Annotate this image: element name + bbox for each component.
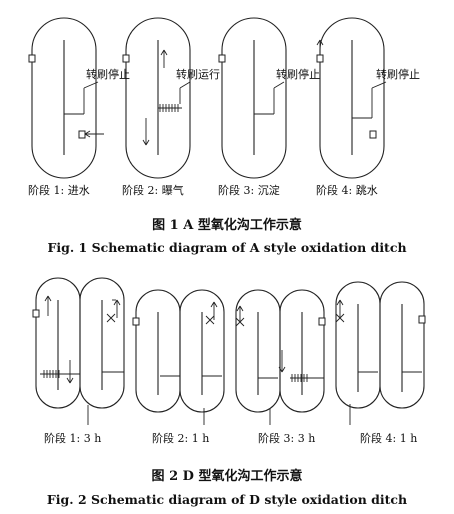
fig1-ditch-stage2 (122, 17, 191, 179)
fig2-stage1-label: 阶段 1: 3 h (44, 431, 101, 445)
fig2-ditch-stage4 (335, 281, 426, 425)
figure1: 转刷停止 转刷运行 转刷停止 转刷停止 阶段 1: 进水 阶段 2: 曝气 阶段… (28, 17, 420, 255)
fig2-stage2-label: 阶段 2: 1 h (152, 431, 209, 445)
fig1-stage1-annotation: 转刷停止 (86, 67, 130, 81)
fig1-caption-en: Fig. 1 Schematic diagram of A style oxid… (47, 240, 406, 255)
fig1-stage2-annotation: 转刷运行 (176, 67, 220, 81)
fig1-ditch-stage3 (218, 17, 287, 179)
fig1-ditch-stage4 (316, 17, 387, 179)
fig1-caption-cn: 图 1 A 型氧化沟工作示意 (152, 217, 302, 233)
fig2-ditch-stage2 (132, 289, 225, 425)
fig2-caption-en: Fig. 2 Schematic diagram of D style oxid… (47, 492, 407, 507)
fig2-stage3-label: 阶段 3: 3 h (258, 431, 315, 445)
fig2-caption-cn: 图 2 D 型氧化沟工作示意 (152, 468, 303, 484)
fig2-ditch-stage3 (235, 289, 326, 425)
fig2-stage4-label: 阶段 4: 1 h (360, 431, 417, 445)
fig1-stage4-annotation: 转刷停止 (376, 67, 420, 81)
fig1-stage4-label: 阶段 4: 跳水 (316, 183, 378, 197)
fig1-stage3-label: 阶段 3: 沉淀 (218, 183, 280, 197)
fig1-stage2-label: 阶段 2: 曝气 (122, 183, 184, 197)
fig2-ditch-stage1 (32, 277, 125, 425)
fig1-stage3-annotation: 转刷停止 (276, 67, 320, 81)
fig1-stage1-label: 阶段 1: 进水 (28, 183, 90, 197)
fig1-ditch-stage1 (28, 17, 104, 179)
figure2: 阶段 1: 3 h 阶段 2: 1 h 阶段 3: 3 h 阶段 4: 1 h … (32, 277, 426, 507)
